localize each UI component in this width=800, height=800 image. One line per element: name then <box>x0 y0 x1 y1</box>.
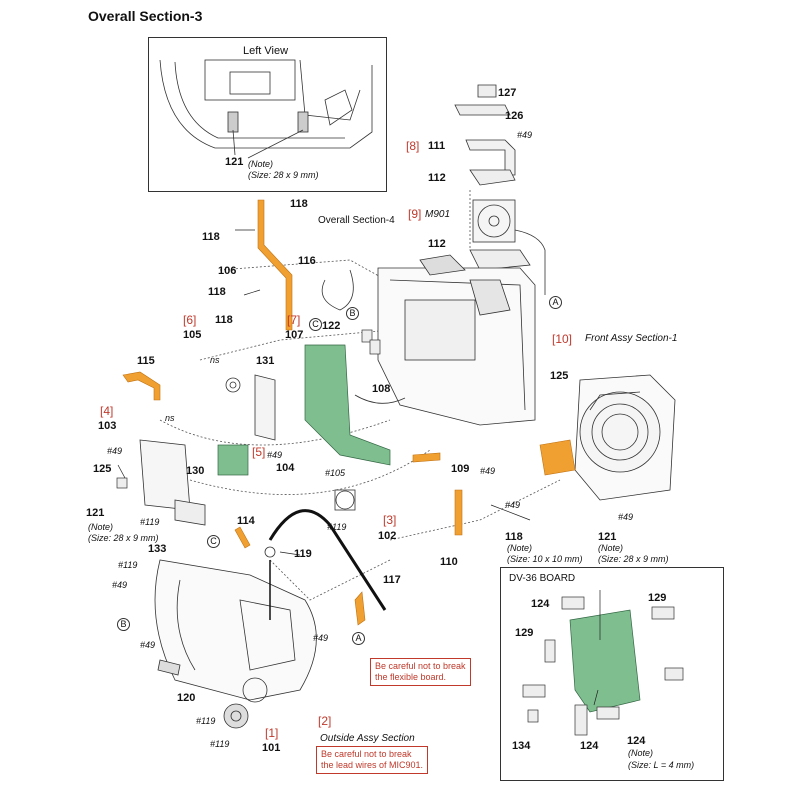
part-120: 120 <box>177 692 196 704</box>
screw-49-c: #49 <box>267 450 283 460</box>
ref-8: [8] <box>406 139 420 153</box>
screw-49-f: #49 <box>618 512 634 522</box>
part-101: 101 <box>262 742 281 754</box>
dv36-note: (Note) <box>628 748 654 758</box>
ref-m901: M901 <box>425 209 451 220</box>
screw-119-e: #119 <box>196 716 216 726</box>
note-121-left: (Note) <box>88 522 114 532</box>
part-131: 131 <box>256 355 275 367</box>
part-118-e: 118 <box>505 531 523 543</box>
screw-105: #105 <box>325 468 346 478</box>
part-122: 122 <box>322 320 341 332</box>
left-view-inset <box>148 37 387 192</box>
left-view-size: (Size: 28 x 9 mm) <box>248 170 319 180</box>
marker-b-bottom: B <box>117 618 130 631</box>
dv36-part-124-bottom: 124 <box>580 740 599 752</box>
part-110: 110 <box>440 556 458 568</box>
left-view-note: (Note) <box>248 159 274 169</box>
screw-49-h: #49 <box>140 640 156 650</box>
ref-7: [7] <box>287 313 301 327</box>
part-126: 126 <box>505 110 524 122</box>
ref-front-assy: Front Assy Section-1 <box>585 333 678 344</box>
part-118-c: 118 <box>208 286 226 298</box>
dv36-part-134: 134 <box>512 740 531 752</box>
marker-a-top: A <box>549 296 562 309</box>
left-view-part-121: 121 <box>225 156 244 168</box>
screw-49-i: #49 <box>313 633 329 643</box>
part-121-right: 121 <box>598 531 617 543</box>
note-118: (Note) <box>507 543 533 553</box>
dv36-part-129-right: 129 <box>648 592 667 604</box>
screw-119-a: #119 <box>140 517 160 527</box>
screw-49-g: #49 <box>112 580 128 590</box>
screw-49-e: #49 <box>505 500 521 510</box>
part-117: 117 <box>383 574 401 586</box>
ref-10: [10] <box>552 332 573 346</box>
part-111: 111 <box>428 140 446 152</box>
ref-2: [2] <box>318 714 332 728</box>
part-125-left: 125 <box>93 463 112 475</box>
part-118-b: 118 <box>202 231 220 243</box>
screw-ns-a: ns <box>210 355 220 365</box>
screw-49-b: #49 <box>107 446 123 456</box>
part-121-left: 121 <box>86 507 105 519</box>
screw-119-c: #119 <box>118 560 138 570</box>
warning-mic-wires: Be careful not to break the lead wires o… <box>316 746 429 774</box>
part-112-top: 112 <box>428 172 446 184</box>
part-114: 114 <box>237 515 255 527</box>
part-105: 105 <box>183 329 202 341</box>
note-118-size: (Size: 10 x 10 mm) <box>507 554 583 564</box>
ref-9: [9] <box>408 207 422 221</box>
part-118-d: 118 <box>215 314 233 326</box>
marker-c-bottom: C <box>207 535 220 548</box>
ref-6: [6] <box>183 313 197 327</box>
note-121-right-size: (Size: 28 x 9 mm) <box>598 554 669 564</box>
screw-49-d: #49 <box>480 466 496 476</box>
part-133: 133 <box>148 543 167 555</box>
part-127: 127 <box>498 87 517 99</box>
ref-1: [1] <box>265 726 279 740</box>
marker-a-bottom: A <box>352 632 365 645</box>
part-116: 116 <box>298 255 316 267</box>
part-108: 108 <box>372 383 391 395</box>
part-118-a: 118 <box>290 198 308 210</box>
ref-overall-section-4: Overall Section-4 <box>318 215 395 226</box>
dv36-heading: DV-36 BOARD <box>509 573 576 584</box>
dv36-part-124-right: 124 <box>627 735 646 747</box>
left-view-heading: Left View <box>243 45 289 57</box>
ref-3: [3] <box>383 513 397 527</box>
page-title: Overall Section-3 <box>88 8 203 24</box>
dv36-size: (Size: L = 4 mm) <box>628 760 695 770</box>
marker-b-top: B <box>346 307 359 320</box>
part-103: 103 <box>98 420 117 432</box>
part-109: 109 <box>451 463 470 475</box>
part-119: 119 <box>294 548 312 560</box>
ref-5: [5] <box>252 445 266 459</box>
part-112-mid: 112 <box>428 238 446 250</box>
screw-ns-b: ns <box>165 413 175 423</box>
screw-119-d: #119 <box>210 739 230 749</box>
note-121-left-size: (Size: 28 x 9 mm) <box>88 533 159 543</box>
warning-flex-board: Be careful not to break the flexible boa… <box>370 658 471 686</box>
note-121-right: (Note) <box>598 543 624 553</box>
screw-119-b: #119 <box>327 522 347 532</box>
ref-4: [4] <box>100 404 114 418</box>
part-102: 102 <box>378 530 397 542</box>
part-130: 130 <box>186 465 205 477</box>
marker-c-top: C <box>309 318 322 331</box>
dv36-part-124-top: 124 <box>531 598 550 610</box>
part-104: 104 <box>276 462 295 474</box>
part-115: 115 <box>137 355 155 367</box>
part-106: 106 <box>218 265 237 277</box>
part-125-right: 125 <box>550 370 569 382</box>
dv36-part-129-left: 129 <box>515 627 534 639</box>
screw-49-a: #49 <box>517 130 533 140</box>
ref-outside-assy: Outside Assy Section <box>320 733 415 744</box>
part-107: 107 <box>285 329 304 341</box>
